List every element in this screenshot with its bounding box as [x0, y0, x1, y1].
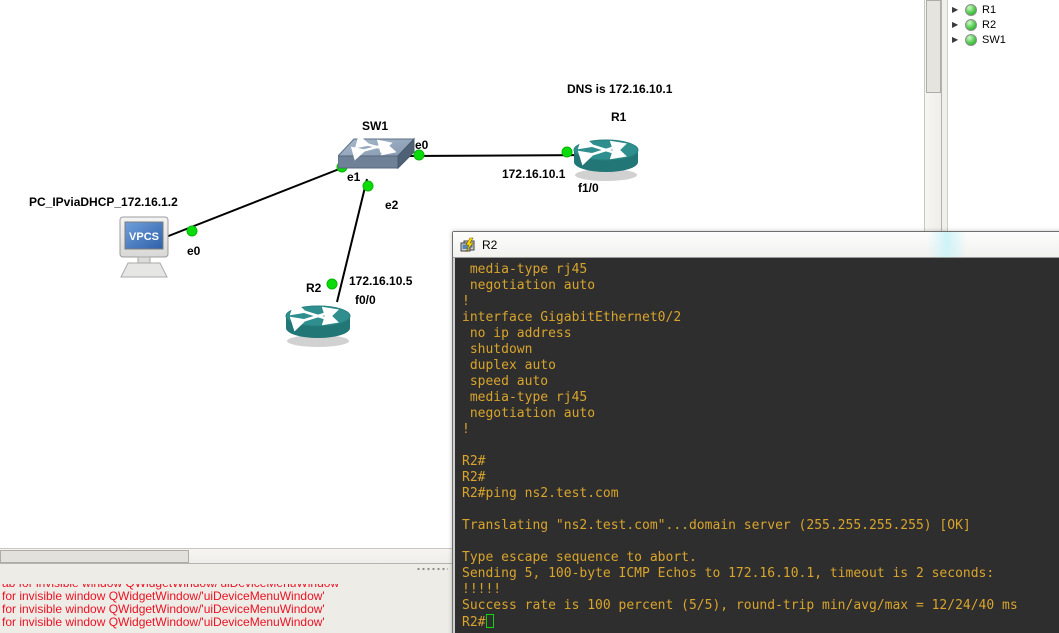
- pc-screen-text: VPCS: [129, 231, 159, 243]
- terminal-line: !: [462, 422, 470, 437]
- r1-port-f1-0-label: f1/0: [578, 181, 599, 195]
- router-r2-icon[interactable]: [282, 296, 354, 348]
- sw1-label: SW1: [362, 119, 389, 133]
- terminal-line: Success rate is 100 percent (5/5), round…: [462, 598, 1018, 613]
- terminal-screen[interactable]: media-type rj45 negotiation auto ! inter…: [453, 258, 1059, 633]
- terminal-line: negotiation auto: [462, 406, 596, 421]
- r1-ip-label: 172.16.10.1: [502, 167, 566, 181]
- link-sw1-r2: [336, 178, 368, 303]
- pc-port-e0-label: e0: [187, 244, 201, 258]
- console-error-line: for invisible window QWidgetWindow/'uiDe…: [2, 602, 325, 616]
- expander-icon[interactable]: ▶: [952, 34, 959, 44]
- tree-item-label: R2: [982, 18, 997, 31]
- r2-port-f0-0-label: f0/0: [355, 293, 376, 307]
- sw1-port-e1-label: e1: [347, 170, 361, 184]
- sw1-port-e2-label: e2: [385, 198, 399, 212]
- terminal-line: [462, 534, 1059, 550]
- terminal-line: speed auto: [462, 374, 549, 389]
- terminal-prompt-line: R2#: [462, 614, 1059, 631]
- terminal-line: R2#: [462, 470, 486, 485]
- horizontal-scrollbar-thumb[interactable]: [0, 550, 189, 563]
- terminal-titlebar[interactable]: R2: [453, 232, 1059, 258]
- r2-terminal-window: R2 media-type rj45 negotiation auto ! in…: [452, 231, 1059, 633]
- terminal-title: R2: [482, 237, 498, 252]
- status-led-green-icon: [965, 18, 977, 31]
- console-error-line: for invisible window QWidgetWindow/'uiDe…: [2, 615, 325, 629]
- terminal-prompt: R2#: [462, 615, 486, 630]
- terminal-line: R2#ping ns2.test.com: [462, 486, 619, 501]
- console-error-line: ab for invisible window QWidgetWindow/'u…: [2, 584, 1059, 590]
- terminal-line: !: [462, 294, 470, 309]
- putty-terminal-icon: [460, 237, 475, 252]
- tree-item-r1[interactable]: ▶ R1: [952, 2, 996, 17]
- dock-grip-handle[interactable]: [416, 567, 448, 571]
- terminal-line: Sending 5, 100-byte ICMP Echos to 172.16…: [462, 566, 995, 581]
- tree-item-sw1[interactable]: ▶ SW1: [952, 32, 1006, 47]
- tree-item-label: SW1: [982, 33, 1006, 46]
- terminal-line: !!!!!: [462, 582, 502, 597]
- dns-note: DNS is 172.16.10.1: [567, 82, 673, 96]
- terminal-line: negotiation auto: [462, 278, 596, 293]
- terminal-line: media-type rj45: [462, 262, 588, 277]
- console-error-line: for invisible window QWidgetWindow/'uiDe…: [2, 589, 325, 603]
- terminal-line: duplex auto: [462, 358, 556, 373]
- expander-icon[interactable]: ▶: [952, 4, 959, 14]
- terminal-line: media-type rj45: [462, 390, 588, 405]
- terminal-line: [462, 502, 1059, 518]
- terminal-line: no ip address: [462, 326, 572, 341]
- sw1-port-e0-label: e0: [415, 138, 429, 152]
- r1-label: R1: [611, 110, 627, 124]
- link-pc-sw1: [142, 163, 353, 247]
- tree-item-r2[interactable]: ▶ R2: [952, 17, 996, 32]
- terminal-line: [462, 438, 1059, 454]
- vertical-scrollbar-thumb[interactable]: [926, 0, 941, 93]
- pc-vpcs-icon[interactable]: VPCS: [114, 216, 174, 282]
- status-led-green-icon: [965, 3, 977, 16]
- status-led-green-icon: [965, 33, 977, 46]
- console-log: ab for invisible window QWidgetWindow/'u…: [2, 584, 1059, 633]
- terminal-line: interface GigabitEthernet0/2: [462, 310, 682, 325]
- terminal-line: R2#: [462, 454, 486, 469]
- terminal-line: shutdown: [462, 342, 533, 357]
- terminal-cursor: [486, 614, 495, 628]
- tree-item-label: R1: [982, 3, 997, 16]
- titlebar-sheen: [927, 232, 967, 257]
- expander-icon[interactable]: ▶: [952, 19, 959, 29]
- switch-sw1-icon[interactable]: [338, 136, 418, 180]
- r2-label: R2: [306, 281, 322, 295]
- terminal-line: Type escape sequence to abort.: [462, 550, 697, 565]
- router-r1-icon[interactable]: [570, 130, 642, 182]
- r2-ip-label: 172.16.10.5: [349, 274, 413, 288]
- terminal-line: Translating "ns2.test.com"...domain serv…: [462, 518, 971, 533]
- pc-label: PC_IPviaDHCP_172.16.1.2: [29, 195, 178, 209]
